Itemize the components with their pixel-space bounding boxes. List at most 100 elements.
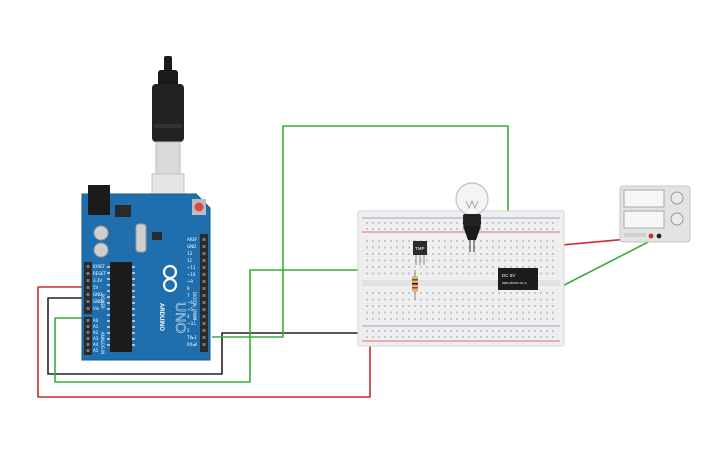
breadboard-hole[interactable] — [450, 246, 452, 249]
breadboard-hole[interactable] — [372, 318, 374, 320]
breadboard-hole[interactable] — [396, 266, 398, 268]
breadboard-hole[interactable] — [456, 272, 458, 275]
breadboard-hole[interactable] — [492, 246, 494, 249]
breadboard-hole[interactable] — [408, 259, 410, 262]
breadboard-hole[interactable] — [468, 246, 470, 249]
breadboard-hole[interactable] — [390, 272, 392, 275]
breadboard-hole[interactable] — [432, 259, 434, 262]
breadboard-hole[interactable] — [534, 253, 536, 255]
breadboard-hole[interactable] — [462, 259, 464, 262]
breadboard-hole[interactable] — [486, 305, 488, 307]
breadboard-hole[interactable] — [390, 336, 392, 338]
breadboard-hole[interactable] — [504, 259, 506, 262]
breadboard-hole[interactable] — [444, 292, 446, 294]
breadboard-hole[interactable] — [426, 266, 428, 268]
black-wire-gnd[interactable] — [47, 297, 368, 375]
analog-pin-socket[interactable] — [86, 331, 90, 334]
breadboard-hole[interactable] — [540, 266, 542, 268]
breadboard-hole[interactable] — [528, 292, 530, 294]
breadboard-hole[interactable] — [552, 222, 554, 224]
breadboard-hole[interactable] — [480, 259, 482, 262]
breadboard-hole[interactable] — [384, 311, 386, 314]
breadboard-hole[interactable] — [474, 266, 476, 268]
breadboard-hole[interactable] — [468, 240, 470, 242]
breadboard-hole[interactable] — [438, 266, 440, 268]
digital-pin-socket[interactable] — [202, 336, 206, 339]
breadboard-hole[interactable] — [540, 305, 542, 307]
breadboard-hole[interactable] — [384, 259, 386, 262]
breadboard-hole[interactable] — [468, 336, 470, 338]
breadboard-hole[interactable] — [540, 222, 542, 224]
breadboard-hole[interactable] — [474, 292, 476, 294]
breadboard-hole[interactable] — [378, 318, 380, 320]
breadboard-hole[interactable] — [534, 298, 536, 301]
breadboard-hole[interactable] — [474, 246, 476, 249]
breadboard-hole[interactable] — [498, 259, 500, 262]
breadboard-hole[interactable] — [504, 305, 506, 307]
breadboard-hole[interactable] — [396, 222, 398, 224]
digital-pin-socket[interactable] — [202, 308, 206, 311]
breadboard-hole[interactable] — [438, 330, 440, 332]
breadboard-hole[interactable] — [510, 259, 512, 262]
breadboard-hole[interactable] — [534, 292, 536, 294]
breadboard-hole[interactable] — [474, 272, 476, 275]
breadboard-hole[interactable] — [546, 253, 548, 255]
breadboard-hole[interactable] — [444, 222, 446, 224]
breadboard-hole[interactable] — [480, 246, 482, 249]
breadboard-hole[interactable] — [456, 305, 458, 307]
breadboard-hole[interactable] — [408, 240, 410, 242]
breadboard-hole[interactable] — [540, 318, 542, 320]
breadboard-hole[interactable] — [396, 228, 398, 230]
breadboard-hole[interactable] — [444, 330, 446, 332]
breadboard-hole[interactable] — [522, 266, 524, 268]
breadboard-hole[interactable] — [516, 240, 518, 242]
breadboard-hole[interactable] — [480, 298, 482, 301]
breadboard-hole[interactable] — [552, 266, 554, 268]
breadboard-hole[interactable] — [534, 222, 536, 224]
breadboard-hole[interactable] — [384, 272, 386, 275]
breadboard-hole[interactable] — [438, 246, 440, 249]
usb-cable[interactable] — [151, 56, 185, 217]
breadboard-hole[interactable] — [534, 228, 536, 230]
breadboard-hole[interactable] — [444, 240, 446, 242]
breadboard-hole[interactable] — [480, 228, 482, 230]
power-pin-socket[interactable] — [86, 307, 90, 310]
breadboard-hole[interactable] — [420, 298, 422, 301]
breadboard-hole[interactable] — [474, 330, 476, 332]
breadboard-hole[interactable] — [384, 292, 386, 294]
breadboard-hole[interactable] — [450, 272, 452, 275]
breadboard-hole[interactable] — [372, 305, 374, 307]
breadboard-hole[interactable] — [540, 298, 542, 301]
breadboard-hole[interactable] — [462, 246, 464, 249]
breadboard-hole[interactable] — [492, 336, 494, 338]
breadboard-hole[interactable] — [534, 305, 536, 307]
breadboard-hole[interactable] — [462, 240, 464, 242]
breadboard-hole[interactable] — [372, 298, 374, 301]
breadboard-hole[interactable] — [498, 228, 500, 230]
breadboard-hole[interactable] — [498, 246, 500, 249]
digital-pin-socket[interactable] — [202, 343, 206, 346]
breadboard-hole[interactable] — [420, 259, 422, 262]
breadboard-hole[interactable] — [504, 311, 506, 314]
breadboard-hole[interactable] — [438, 259, 440, 262]
breadboard-hole[interactable] — [546, 222, 548, 224]
power-pin-socket[interactable] — [86, 300, 90, 303]
breadboard-hole[interactable] — [480, 253, 482, 255]
analog-pin-socket[interactable] — [86, 325, 90, 328]
breadboard-hole[interactable] — [516, 222, 518, 224]
breadboard-hole[interactable] — [444, 253, 446, 255]
breadboard-hole[interactable] — [552, 292, 554, 294]
breadboard-hole[interactable] — [456, 298, 458, 301]
breadboard-hole[interactable] — [546, 305, 548, 307]
breadboard-hole[interactable] — [492, 292, 494, 294]
breadboard-hole[interactable] — [528, 305, 530, 307]
breadboard-hole[interactable] — [480, 240, 482, 242]
breadboard-hole[interactable] — [492, 298, 494, 301]
breadboard-hole[interactable] — [486, 246, 488, 249]
breadboard-hole[interactable] — [366, 228, 368, 230]
breadboard-hole[interactable] — [402, 266, 404, 268]
breadboard-hole[interactable] — [516, 298, 518, 301]
breadboard-hole[interactable] — [432, 266, 434, 268]
breadboard-hole[interactable] — [402, 228, 404, 230]
breadboard-hole[interactable] — [552, 240, 554, 242]
